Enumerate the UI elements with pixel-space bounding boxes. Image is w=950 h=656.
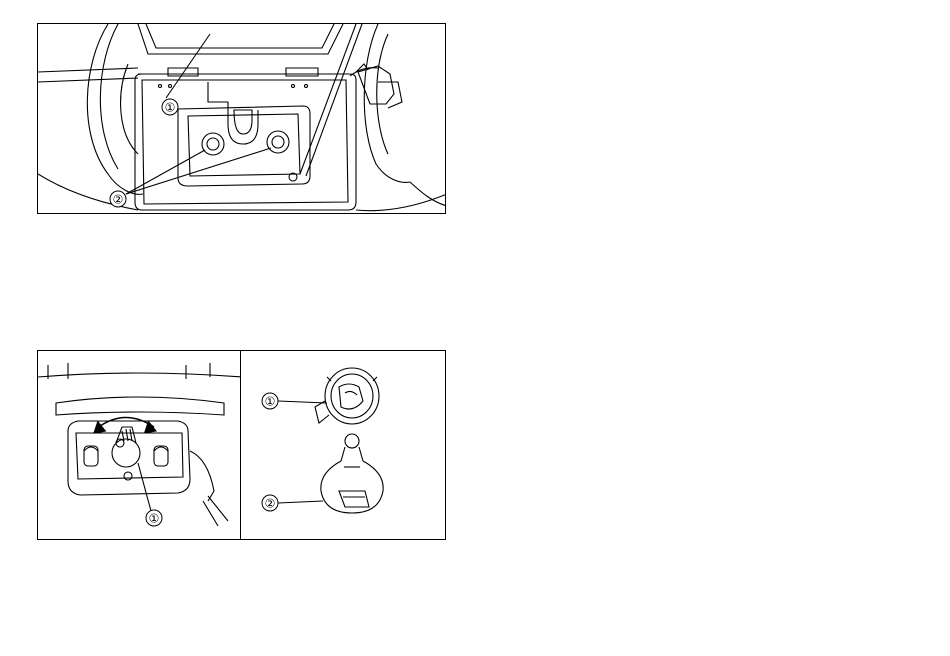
callout-2: ②	[113, 193, 124, 207]
figure-socket-removal: ①	[37, 350, 241, 540]
callout-1: ①	[149, 512, 160, 526]
callout-2: ②	[265, 497, 276, 511]
figure-socket-and-bulb: ① ②	[241, 350, 446, 540]
socket-removal-illustration: ①	[38, 351, 241, 540]
access-panel-illustration: ① ②	[38, 24, 446, 214]
callout-1: ①	[265, 395, 276, 409]
figure-access-panel: ① ②	[37, 23, 446, 214]
socket-bulb-illustration: ① ②	[241, 351, 446, 540]
callout-1: ①	[165, 101, 176, 115]
